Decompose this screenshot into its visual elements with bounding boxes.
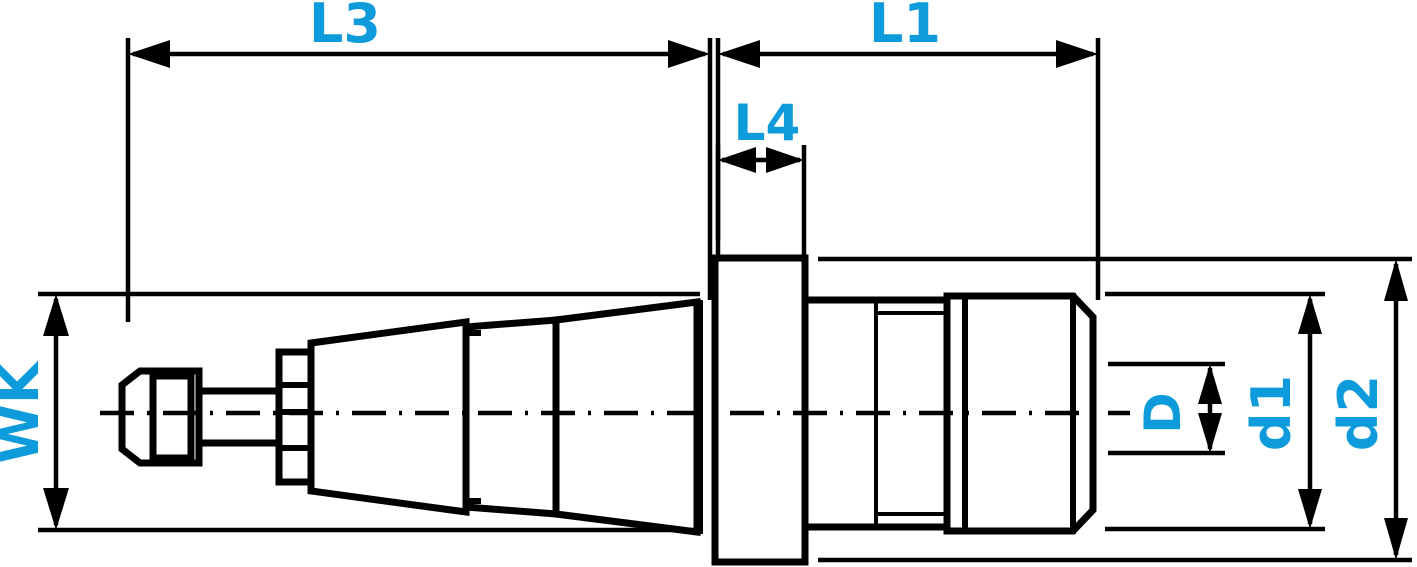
L4-label: L4: [734, 94, 801, 152]
third-taper-outline: [552, 298, 701, 536]
WK-arrow-top: [43, 294, 69, 336]
part-geometry: [100, 254, 1130, 566]
L1-arrow-left: [718, 40, 760, 68]
d2-arrow-bottom: [1384, 518, 1408, 560]
stepped-collar-outline: [275, 348, 315, 486]
taper-notch-top: [463, 319, 481, 336]
d2-arrow-top: [1384, 259, 1408, 301]
nose-head-block-outline: [149, 372, 195, 462]
L4-arrow-left: [718, 147, 756, 173]
dimension-L4: L4: [715, 94, 807, 258]
dimension-L1: L1: [715, 0, 1101, 300]
L4-arrow-right: [766, 147, 804, 173]
D-label: D: [1134, 392, 1192, 434]
taper-notch-bottom: [463, 498, 481, 515]
d2-label: d2: [1327, 375, 1390, 451]
d1-arrow-bottom: [1298, 489, 1322, 529]
D-arrow-bottom: [1198, 413, 1222, 453]
L3-label: L3: [309, 0, 381, 55]
d1-label: d1: [1240, 375, 1303, 451]
dimension-d1: d1: [1105, 291, 1325, 532]
WK-label: WK: [0, 360, 51, 464]
thin-shaft-outline: [195, 387, 283, 447]
L3-arrow-right: [668, 40, 710, 68]
L1-label: L1: [869, 0, 941, 55]
L1-arrow-right: [1056, 40, 1098, 68]
dimension-d2: d2: [818, 256, 1412, 563]
dimension-L3: L3: [125, 0, 713, 322]
dimension-D: D: [1108, 361, 1225, 456]
dimension-WK: WK: [0, 291, 700, 533]
secondary-taper-outline: [462, 316, 560, 518]
WK-arrow-bottom: [43, 488, 69, 530]
D-arrow-top: [1198, 364, 1222, 404]
flange-outline: [711, 254, 809, 566]
L3-arrow-left: [128, 40, 170, 68]
main-taper-outline: [307, 317, 470, 517]
d1-arrow-top: [1298, 294, 1322, 334]
